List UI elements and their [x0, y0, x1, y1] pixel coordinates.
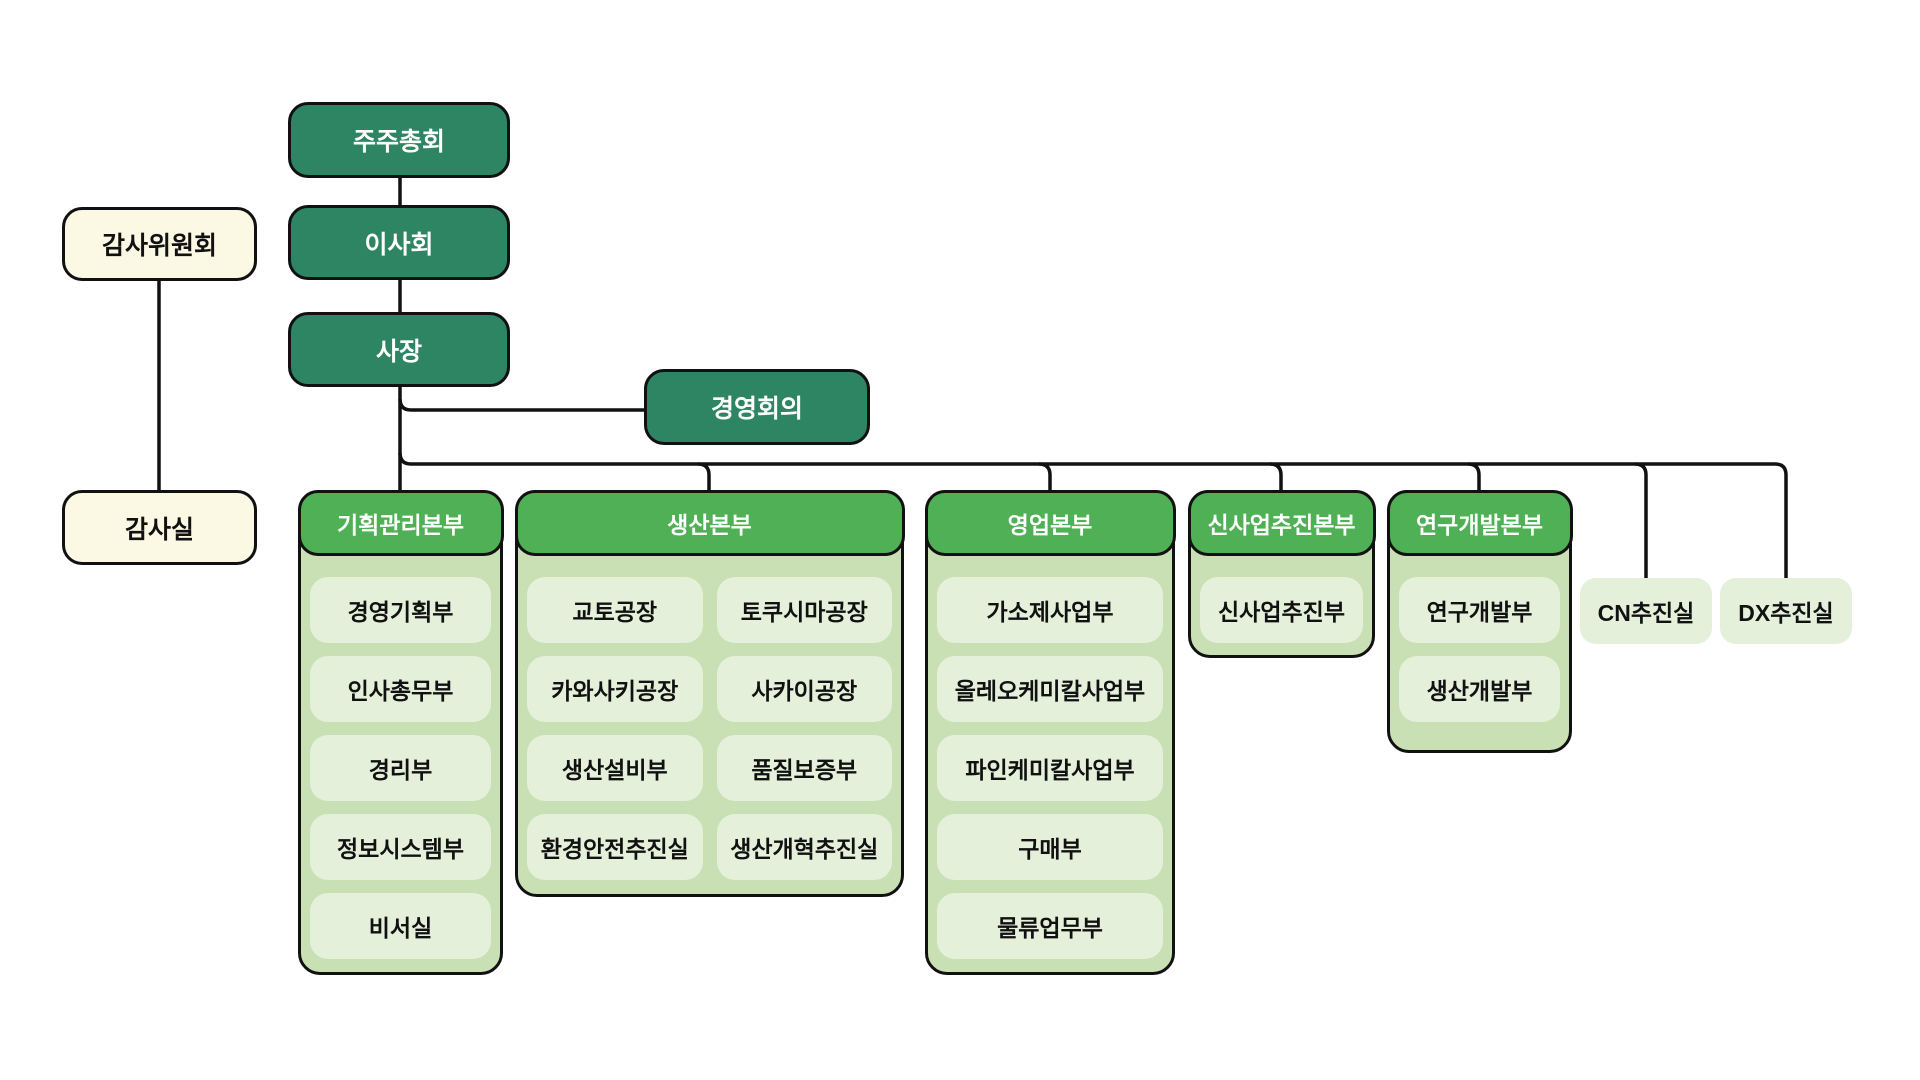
division-new-business: 신사업추진본부 신사업추진부 [1187, 489, 1376, 658]
node-audit-committee: 감사위원회 [62, 207, 257, 281]
dept-quality-assurance: 품질보증부 [716, 735, 892, 801]
division-sales: 영업본부 가소제사업부 올레오케미칼사업부 파인케미칼사업부 구매부 물류업무부 [924, 489, 1176, 975]
node-audit-office: 감사실 [62, 490, 257, 565]
node-management-meeting: 경영회의 [644, 369, 870, 445]
dept-management-planning: 경영기획부 [310, 577, 491, 643]
dept-production-innovation: 생산개혁추진실 [716, 814, 892, 880]
division-production: 생산본부 교토공장 토쿠시마공장 카와사키공장 사카이공장 생산설비부 품질보증… [514, 489, 905, 897]
connector-drop-cn-office [1634, 462, 1648, 578]
dept-oleochemical: 올레오케미칼사업부 [937, 656, 1163, 722]
division-new-business-departments: 신사업추진부 [1200, 577, 1363, 643]
dept-research-development: 연구개발부 [1399, 577, 1560, 643]
dept-plasticizer: 가소제사업부 [937, 577, 1163, 643]
division-rnd-departments: 연구개발부 생산개발부 [1399, 577, 1560, 722]
node-dx-promotion-office: DX추진실 [1720, 578, 1852, 644]
division-rnd: 연구개발본부 연구개발부 생산개발부 [1386, 489, 1573, 753]
division-sales-departments: 가소제사업부 올레오케미칼사업부 파인케미칼사업부 구매부 물류업무부 [937, 577, 1163, 959]
division-rnd-header: 연구개발본부 [1386, 489, 1573, 556]
connector-drop-new-business [1269, 462, 1283, 490]
node-board-of-directors: 이사회 [288, 205, 510, 280]
dept-purchasing: 구매부 [937, 814, 1163, 880]
division-planning-management: 기획관리본부 경영기획부 인사총무부 경리부 정보시스템부 비서실 [297, 489, 504, 975]
connector-president-management-meeting [398, 398, 644, 412]
dept-kawasaki-plant: 카와사키공장 [527, 656, 703, 722]
division-planning-management-header: 기획관리본부 [297, 489, 504, 556]
dept-tokushima-plant: 토쿠시마공장 [716, 577, 892, 643]
connector-drop-sales [1038, 462, 1052, 490]
division-production-departments: 교토공장 토쿠시마공장 카와사키공장 사카이공장 생산설비부 품질보증부 환경안… [527, 577, 892, 880]
node-cn-promotion-office: CN추진실 [1580, 578, 1712, 644]
division-sales-header: 영업본부 [924, 489, 1176, 556]
dept-production-equipment: 생산설비부 [527, 735, 703, 801]
connector-drop-production [697, 462, 711, 490]
connector-main-horizontal [398, 452, 1788, 578]
dept-information-systems: 정보시스템부 [310, 814, 491, 880]
dept-fine-chemical: 파인케미칼사업부 [937, 735, 1163, 801]
dept-kyoto-plant: 교토공장 [527, 577, 703, 643]
dept-secretariat: 비서실 [310, 893, 491, 959]
connector-drop-rnd [1467, 462, 1481, 490]
division-planning-management-departments: 경영기획부 인사총무부 경리부 정보시스템부 비서실 [310, 577, 491, 959]
dept-accounting: 경리부 [310, 735, 491, 801]
dept-hr-general-affairs: 인사총무부 [310, 656, 491, 722]
dept-production-development: 생산개발부 [1399, 656, 1560, 722]
division-production-header: 생산본부 [514, 489, 905, 556]
node-president: 사장 [288, 312, 510, 387]
division-new-business-header: 신사업추진본부 [1187, 489, 1376, 556]
dept-sakai-plant: 사카이공장 [716, 656, 892, 722]
dept-environment-safety: 환경안전추진실 [527, 814, 703, 880]
dept-logistics: 물류업무부 [937, 893, 1163, 959]
node-shareholders-meeting: 주주총회 [288, 102, 510, 178]
dept-new-business-promotion: 신사업추진부 [1200, 577, 1363, 643]
